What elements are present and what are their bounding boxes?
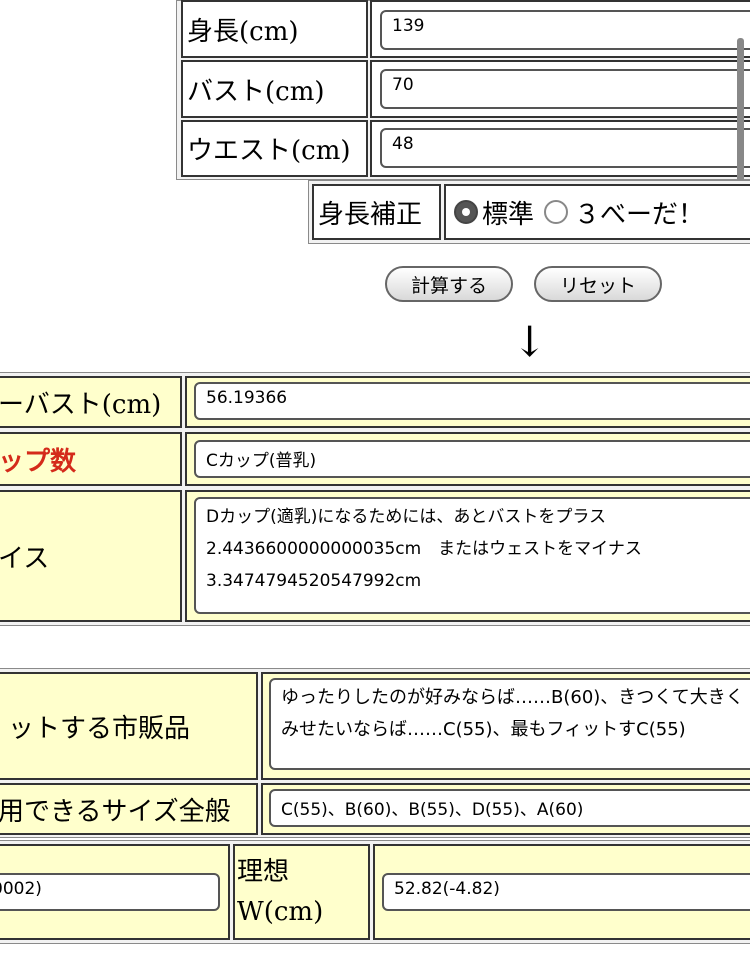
reset-button[interactable]: リセット bbox=[534, 266, 662, 302]
waist-label-cell: ウエスト(cm) bbox=[181, 120, 368, 177]
radio-standard-icon[interactable] bbox=[454, 200, 478, 224]
cup-label: ップ数 bbox=[0, 446, 77, 477]
underbust-label: ーバスト(cm) bbox=[0, 389, 162, 420]
all-output[interactable]: C(55)、B(60)、B(55)、D(55)、A(60) bbox=[269, 789, 750, 827]
ideal-left-output[interactable]: 0002) bbox=[0, 873, 220, 911]
correction-label: 身長補正 bbox=[318, 199, 423, 230]
down-arrow: ↓ bbox=[512, 317, 548, 366]
option-standard-label: 標準 bbox=[482, 199, 535, 230]
bust-label: バスト(cm) bbox=[187, 76, 325, 107]
calculate-button[interactable]: 計算する bbox=[385, 266, 513, 302]
height-input[interactable]: 139 bbox=[380, 10, 750, 50]
fit-label-cell: ットする市販品 bbox=[0, 672, 258, 780]
bust-label-cell: バスト(cm) bbox=[181, 60, 368, 118]
ideal-w-label-cell: 理想W(cm) bbox=[233, 844, 370, 940]
fit-output[interactable]: ゆったりしたのが好みならば……B(60)、きつくて大きくみせたいならば……C(5… bbox=[269, 678, 750, 770]
correction-options-cell: 標準 ３べーだ！ bbox=[444, 184, 750, 240]
option-3d-label: ３べーだ！ bbox=[574, 199, 705, 230]
vertical-scrollbar[interactable] bbox=[737, 38, 744, 210]
waist-label: ウエスト(cm) bbox=[187, 136, 351, 166]
cup-output[interactable]: Cカップ(普乳) bbox=[194, 440, 750, 478]
cup-label-cell: ップ数 bbox=[0, 432, 182, 486]
all-label-cell: 用できるサイズ全般 bbox=[0, 783, 258, 835]
height-label-cell: 身長(cm) bbox=[181, 0, 368, 58]
advice-label: イス bbox=[0, 543, 50, 574]
underbust-output[interactable]: 56.19366 bbox=[194, 382, 750, 420]
height-label: 身長(cm) bbox=[187, 16, 299, 47]
waist-input[interactable]: 48 bbox=[380, 128, 750, 168]
advice-output[interactable]: Dカップ(適乳)になるためには、あとバストをプラス2.4436600000000… bbox=[194, 497, 750, 614]
bust-input[interactable]: 70 bbox=[380, 69, 750, 109]
fit-label: ットする市販品 bbox=[8, 713, 191, 744]
ideal-w-output[interactable]: 52.82(-4.82) bbox=[382, 873, 750, 911]
all-label: 用できるサイズ全般 bbox=[0, 796, 231, 827]
radio-3d-icon[interactable] bbox=[544, 200, 569, 224]
correction-label-cell: 身長補正 bbox=[312, 184, 441, 240]
underbust-label-cell: ーバスト(cm) bbox=[0, 376, 182, 428]
advice-label-cell: イス bbox=[0, 490, 182, 622]
ideal-w-label: 理想W(cm) bbox=[237, 857, 324, 927]
